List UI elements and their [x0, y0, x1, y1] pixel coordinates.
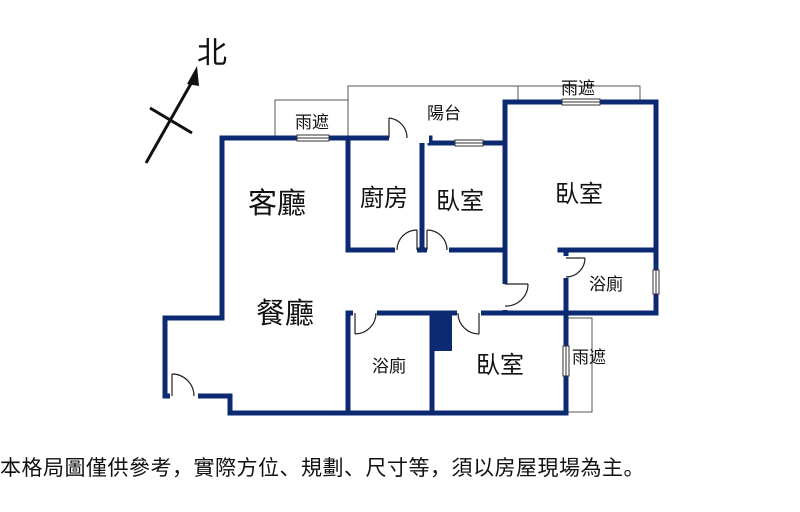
- compass-cross-bar: [149, 106, 193, 135]
- doors: [170, 117, 586, 401]
- awning-top-right-outline: [517, 85, 641, 100]
- balcony-outline: [347, 85, 519, 100]
- label-bathroom-right: 浴廁: [589, 274, 623, 295]
- door-bedroom-master: [504, 283, 529, 307]
- door-bathroom-right: [565, 257, 586, 278]
- label-balcony: 陽台: [427, 104, 461, 124]
- label-kitchen: 廚房: [360, 184, 408, 212]
- label-bedroom-lower: 臥室: [476, 351, 524, 379]
- label-living-room: 客廳: [248, 186, 306, 220]
- floor-plan: 北: [144, 36, 660, 416]
- exterior-outlines: [274, 85, 641, 413]
- disclaimer-text: 本格局圖僅供參考，實際方位、規劃、尺寸等，須以房屋現場為主。: [0, 456, 645, 480]
- label-bedroom-small: 臥室: [436, 187, 484, 215]
- door-bedroom-small: [426, 229, 448, 251]
- label-bedroom-master: 臥室: [555, 180, 603, 208]
- label-dining-room: 餐廳: [256, 296, 314, 330]
- compass-arrow-head: [187, 66, 199, 86]
- label-awning-right: 雨遮: [572, 348, 606, 368]
- door-kitchen: [396, 229, 418, 251]
- label-awning-top-right: 雨遮: [561, 79, 595, 99]
- awning-top-left-outline: [274, 99, 349, 138]
- door-entrance: [171, 373, 195, 397]
- label-awning-top-left: 雨遮: [295, 113, 329, 133]
- compass-arrow-shaft: [144, 79, 195, 164]
- door-balcony: [388, 117, 408, 139]
- shaft-column: [432, 313, 452, 351]
- door-bathroom-lower: [354, 312, 377, 335]
- label-bathroom-lower: 浴廁: [372, 356, 406, 377]
- door-bedroom-lower: [457, 312, 480, 335]
- compass: 北: [144, 36, 227, 164]
- awning-right-outline: [565, 317, 593, 413]
- compass-north-label: 北: [197, 36, 227, 71]
- room-labels: 客廳 餐廳 廚房 臥室 臥室 臥室 浴廁 浴廁 陽台 雨遮 雨遮 雨遮: [248, 79, 623, 379]
- windows: [296, 98, 660, 377]
